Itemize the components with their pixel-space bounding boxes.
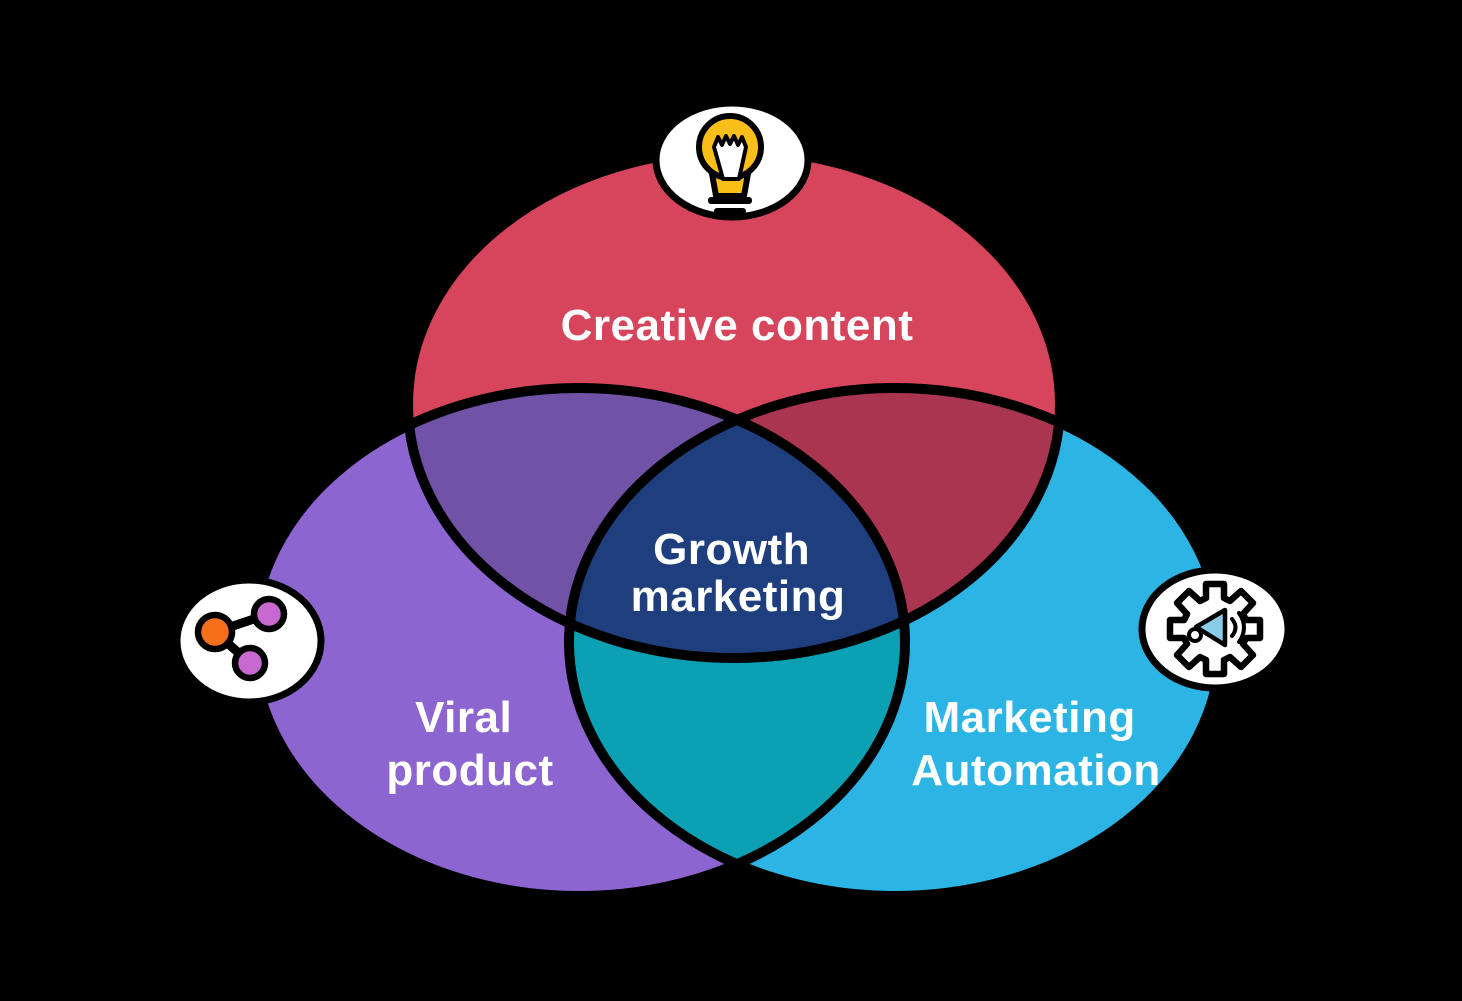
- marketing-automation-label-line1: Marketing: [923, 693, 1135, 742]
- creative-content-label: Creative content: [561, 301, 914, 350]
- gear-badge: [1138, 566, 1292, 692]
- bulb-base-bar-2: [714, 208, 746, 214]
- growth-marketing-label: Growth marketing: [631, 525, 846, 621]
- lightbulb-badge: [652, 99, 812, 221]
- bulb-filament: [712, 134, 748, 181]
- lightbulb-icon: [696, 113, 764, 214]
- marketing-automation-label-line2: Automation: [911, 746, 1160, 795]
- share-badge: [173, 576, 325, 706]
- sound-wave-outer: [1237, 611, 1246, 644]
- marketing-automation-label: Marketing Automation: [911, 693, 1160, 795]
- viral-product-label-line2: product: [386, 746, 553, 795]
- growth-marketing-label-line2: marketing: [631, 572, 846, 621]
- sound-wave-inner: [1230, 617, 1238, 638]
- share-hub-node: [194, 611, 236, 653]
- share-nodes-icon: [194, 595, 288, 682]
- megaphone-cone: [1193, 607, 1228, 648]
- gear-megaphone-icon: [1166, 580, 1264, 678]
- share-node-bottom: [231, 644, 269, 682]
- share-node-top: [250, 595, 288, 633]
- bulb-base-bar-1: [708, 197, 752, 204]
- viral-product-label: Viral product: [386, 693, 553, 795]
- viral-product-label-line1: Viral: [415, 693, 512, 742]
- growth-marketing-label-line1: Growth: [653, 525, 810, 574]
